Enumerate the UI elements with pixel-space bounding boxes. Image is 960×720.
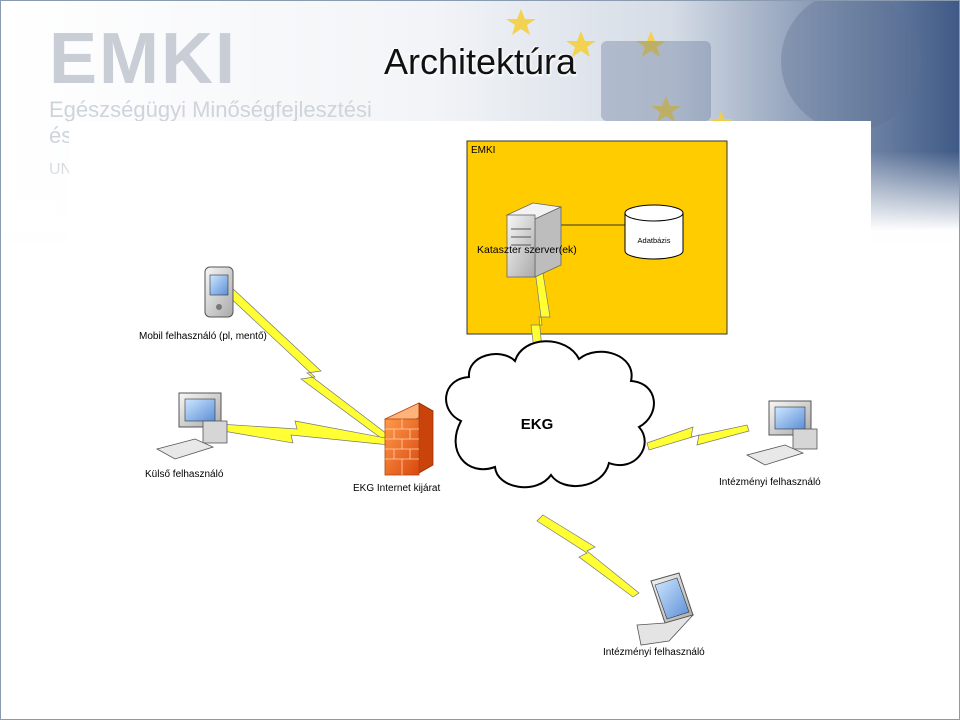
slide-title: Architektúra (383, 41, 577, 82)
external-user-computer-icon (155, 392, 228, 460)
link-cloud-desktop (646, 424, 750, 451)
server-label: Kataszter szerver(ek) (477, 244, 577, 256)
database-icon (624, 204, 684, 260)
ekg-cloud-label: EKG (521, 416, 554, 433)
emki-logo: EMKI (49, 19, 237, 99)
link-mobile-firewall (224, 286, 392, 442)
diagram-svg: EKG (155, 140, 818, 646)
link-cloud-laptop (536, 514, 640, 598)
external-user-label: Külső felhasználó (145, 469, 224, 480)
logo-subtitle-line1: Egészségügyi Minőségfejlesztési (49, 97, 372, 122)
firewall-icon (384, 402, 434, 476)
emki-zone (466, 140, 728, 335)
server-icon (505, 202, 563, 278)
database-label: Adatbázis (638, 236, 671, 245)
logo-subtitle-line2: és (49, 123, 73, 148)
mobile-device-icon (204, 266, 234, 318)
ekg-cloud (445, 340, 655, 489)
institutional-desktop-label: Intézményi felhasználó (719, 477, 821, 488)
mobile-user-label: Mobil felhasználó (pl, mentő) (139, 331, 267, 342)
institutional-user-laptop-icon (636, 572, 695, 646)
firewall-label: EKG Internet kijárat (353, 483, 441, 494)
architecture-diagram: EKG (69, 121, 871, 681)
institutional-user-computer-icon (745, 400, 818, 466)
emki-zone-label: EMKI (471, 145, 496, 156)
institutional-laptop-label: Intézményi felhasználó (603, 647, 705, 658)
